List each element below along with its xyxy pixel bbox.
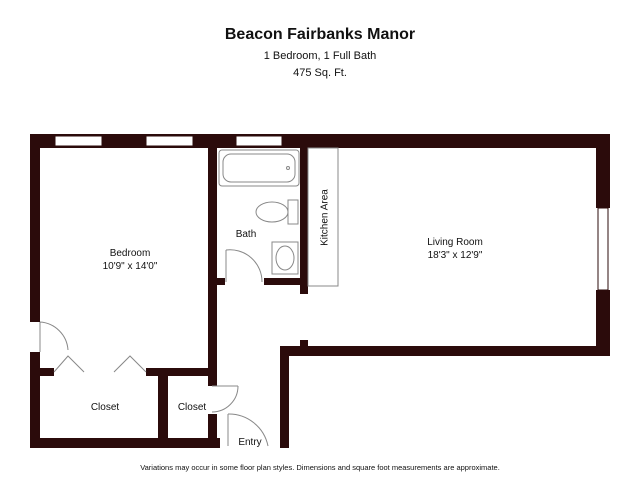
wall-bath-kitchen bbox=[300, 134, 308, 294]
plan-area: 475 Sq. Ft. bbox=[293, 67, 347, 79]
bedroom-door bbox=[39, 321, 69, 352]
sink-basin bbox=[275, 245, 295, 271]
wall-living-bottom bbox=[280, 346, 610, 356]
bathtub-drain bbox=[286, 166, 290, 170]
wall-stub bbox=[300, 340, 308, 356]
bedroom-name: Bedroom bbox=[109, 248, 151, 259]
wall-right-upper bbox=[596, 134, 610, 208]
toilet-bowl bbox=[255, 201, 289, 223]
entry-door bbox=[227, 413, 269, 447]
disclaimer-note: Variations may occur in some floor plan … bbox=[140, 463, 500, 472]
wall-top bbox=[30, 134, 610, 148]
wall-bottom-closets bbox=[30, 438, 220, 448]
window-right bbox=[597, 207, 609, 291]
wall-closet-right bbox=[208, 368, 217, 386]
wall-left-upper bbox=[30, 134, 40, 322]
bath-label: Bath bbox=[235, 229, 257, 240]
toilet-tank bbox=[287, 199, 299, 225]
closet-bifold-right bbox=[113, 355, 147, 373]
bathtub bbox=[218, 149, 300, 187]
kitchen-label: Kitchen Area bbox=[319, 189, 331, 246]
windows bbox=[54, 135, 609, 291]
wall-closet-divider bbox=[158, 368, 168, 448]
window-3 bbox=[235, 135, 283, 147]
wall-bath-bottom-right bbox=[264, 278, 308, 285]
bathtub-inner bbox=[222, 153, 296, 183]
sink bbox=[271, 241, 299, 275]
wall-left-lower bbox=[30, 352, 40, 448]
closet-right-label: Closet bbox=[177, 402, 207, 413]
closet-bifold-left bbox=[53, 355, 85, 373]
fixtures bbox=[218, 147, 339, 287]
living-room-dims: 18'3" x 12'9" bbox=[427, 250, 483, 261]
wall-bedroom-bath bbox=[208, 134, 217, 378]
closet-left-label: Closet bbox=[90, 402, 120, 413]
doors bbox=[39, 249, 269, 447]
window-2 bbox=[145, 135, 194, 147]
wall-right-lower bbox=[596, 290, 610, 356]
closet-door bbox=[211, 385, 239, 413]
window-1 bbox=[54, 135, 103, 147]
wall-entry-right bbox=[280, 346, 289, 448]
wall-closet-top-left bbox=[30, 368, 54, 376]
wall-closet-right-low bbox=[208, 414, 217, 448]
bath-door bbox=[225, 249, 263, 283]
wall-bath-bottom-left bbox=[208, 278, 225, 285]
entry-label: Entry bbox=[238, 437, 262, 448]
plan-title: Beacon Fairbanks Manor bbox=[224, 26, 416, 43]
walls bbox=[30, 134, 610, 448]
kitchen-counter bbox=[307, 147, 339, 287]
plan-subtitle: 1 Bedroom, 1 Full Bath bbox=[263, 50, 377, 62]
bedroom-dims: 10'9" x 14'0" bbox=[102, 261, 158, 272]
living-room-name: Living Room bbox=[427, 237, 483, 248]
wall-closet-top-right bbox=[146, 368, 217, 376]
